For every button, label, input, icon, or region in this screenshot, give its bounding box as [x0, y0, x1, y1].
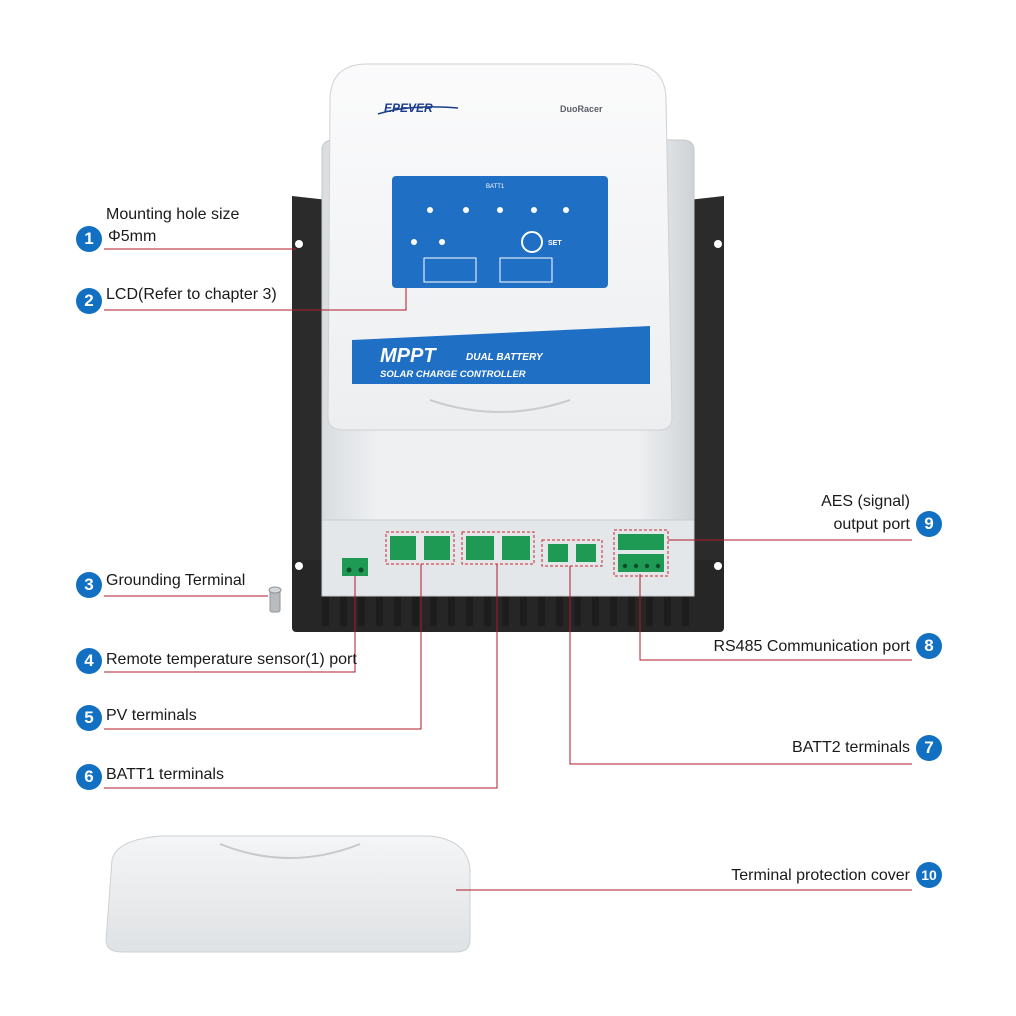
callout-3-badge: 3 [76, 572, 102, 598]
leader-2 [104, 288, 407, 311]
mounting-hole-bottom-right [714, 562, 722, 570]
batt2-terminals [541, 539, 603, 567]
banner-dual-battery: DUAL BATTERY [466, 352, 544, 363]
callout-1-label: Mounting hole size [106, 206, 240, 223]
callout-7-label: BATT2 terminals [792, 739, 910, 756]
callout-1-sublabel: Φ5mm [108, 228, 157, 245]
callout-6-badge: 6 [76, 764, 102, 790]
set-button[interactable] [521, 231, 543, 253]
heatsink-fins [322, 590, 689, 626]
callout-4-label: Remote temperature sensor(1) port [106, 651, 357, 668]
batt1-terminals [461, 531, 535, 565]
terminal-protection-cover [105, 835, 471, 953]
callout-9-sublabel: output port [833, 516, 911, 533]
callout-8-badge: 8 [916, 633, 942, 659]
leader-lines [104, 248, 912, 891]
mounting-hole-top-left [295, 240, 303, 248]
callout-1-badge: 1 [76, 226, 102, 252]
panel-header: BATT1 [486, 184, 505, 190]
leader-8 [639, 574, 912, 661]
callout-7-badge: 7 [916, 735, 942, 761]
callout-9-label: AES (signal) [821, 493, 910, 510]
lcd-screen-right [499, 257, 553, 283]
product-banner: MPPT DUAL BATTERY SOLAR CHARGE CONTROLLE… [352, 326, 650, 384]
lcd-screen-left [423, 257, 477, 283]
banner-solar-charge-controller: SOLAR CHARGE CONTROLLER [380, 369, 526, 380]
callout-10-label: Terminal protection cover [731, 867, 910, 884]
lcd-panel: BATT1 SET [392, 176, 608, 288]
aes-rs485-ports [613, 529, 669, 577]
pv-terminals [385, 531, 455, 565]
callout-10-badge: 10 [916, 862, 942, 888]
mounting-hole-bottom-left [295, 562, 303, 570]
brand-swoosh [377, 106, 459, 115]
callout-2-badge: 2 [76, 288, 102, 314]
leader-6 [104, 564, 498, 789]
callout-8-label: RS485 Communication port [713, 638, 910, 655]
set-label: SET [548, 240, 562, 247]
callout-5-label: PV terminals [106, 707, 197, 724]
callout-2-label: LCD(Refer to chapter 3) [106, 286, 277, 303]
banner-mppt: MPPT [380, 345, 437, 367]
callout-4-badge: 4 [76, 648, 102, 674]
callout-9-badge: 9 [916, 511, 942, 537]
temperature-sensor-port [342, 558, 368, 576]
callout-3-label: Grounding Terminal [106, 572, 246, 589]
leader-4 [104, 576, 356, 673]
leader-5 [104, 564, 422, 730]
mounting-hole-top-right [714, 240, 722, 248]
leader-7 [569, 566, 912, 765]
model-name: DuoRacer [560, 104, 603, 114]
callout-5-badge: 5 [76, 705, 102, 731]
callout-6-label: BATT1 terminals [106, 766, 224, 783]
grounding-terminal [268, 586, 282, 613]
